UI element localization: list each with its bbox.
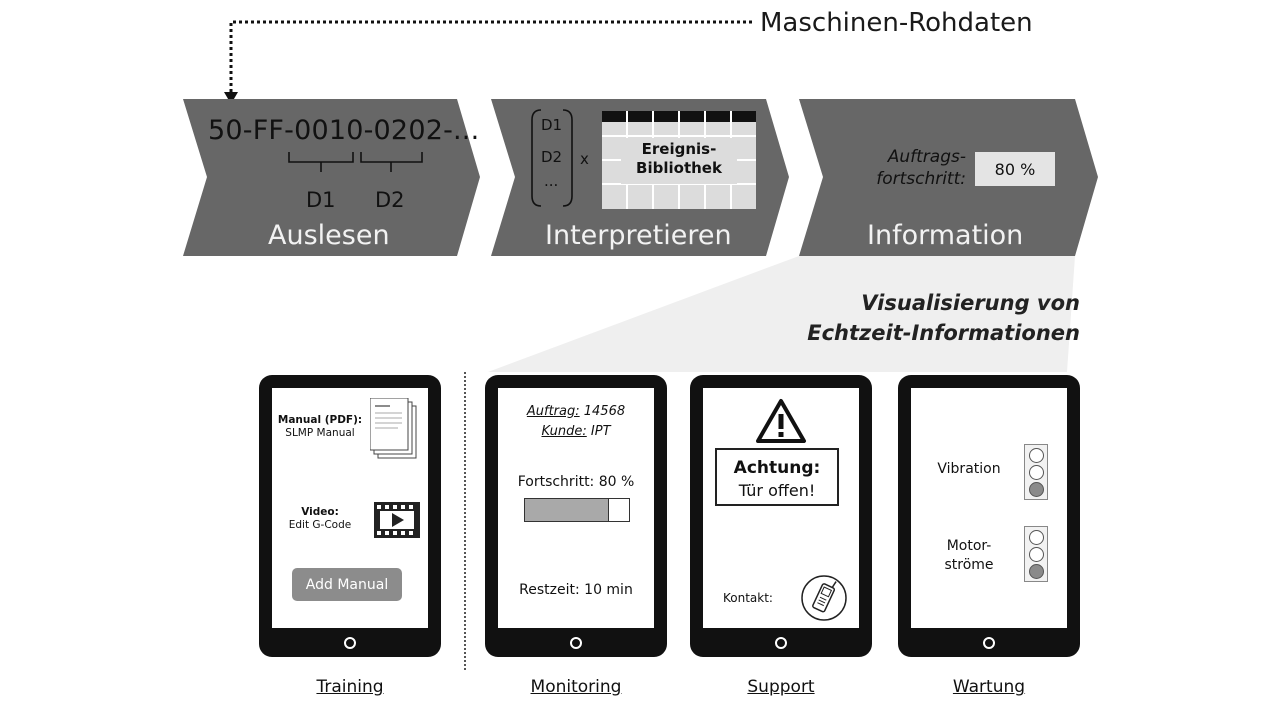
matrix-times: x xyxy=(580,150,589,168)
matrix-bracket-right xyxy=(562,109,573,207)
caption-support: Support xyxy=(747,677,815,697)
progress-bar-fill xyxy=(525,499,610,521)
progress-bar xyxy=(524,498,630,522)
tablet-support-screen: Achtung: Tür offen! Kontakt: xyxy=(703,388,859,628)
event-library-label: Ereignis- Bibliothek xyxy=(636,140,722,177)
tablet-monitoring-screen: Auftrag: 14568 Kunde: IPT Fortschritt: 8… xyxy=(498,388,654,628)
progress-text: Fortschritt: 80 % xyxy=(517,474,635,490)
caption-training: Training xyxy=(316,677,384,697)
visualization-caption: Visualisierung von Echtzeit-Informatione… xyxy=(807,291,1080,345)
visualization-funnel xyxy=(488,256,1075,372)
order-progress-value: 80 % xyxy=(975,152,1055,186)
tablet-training: Manual (PDF): SLMP Manual Video: Edit G-… xyxy=(259,375,441,657)
video-info: Video: Edit G-Code xyxy=(288,506,352,531)
stage-label-interpretieren: Interpretieren xyxy=(545,220,732,251)
manual-info: Manual (PDF): SLMP Manual xyxy=(277,414,363,439)
stage-label-information: Information xyxy=(867,220,1024,251)
tablet-maintenance: Vibration Motor- ströme xyxy=(898,375,1080,657)
tablet-training-screen: Manual (PDF): SLMP Manual Video: Edit G-… xyxy=(272,388,428,628)
remaining-time: Restzeit: 10 min xyxy=(519,582,633,598)
matrix-d1: D1 xyxy=(541,116,563,134)
brace-d2 xyxy=(360,152,423,172)
raw-data-arrowhead xyxy=(224,92,238,104)
add-manual-button[interactable]: Add Manual xyxy=(292,568,402,601)
light-middle xyxy=(1029,465,1044,480)
matrix-ellipsis: ... xyxy=(544,172,559,190)
tablet-maintenance-screen: Vibration Motor- ströme xyxy=(911,388,1067,628)
order-info: Auftrag: 14568 Kunde: IPT xyxy=(526,404,626,439)
code-part-d2: D2 xyxy=(375,188,405,212)
home-button[interactable] xyxy=(775,637,787,649)
phone-icon[interactable] xyxy=(800,574,848,622)
light-top xyxy=(1029,530,1044,545)
home-button[interactable] xyxy=(344,637,356,649)
light-bottom xyxy=(1029,482,1044,497)
chevron-auslesen xyxy=(183,99,480,256)
matrix-bracket-left xyxy=(531,109,542,207)
raw-code-text: 50-FF-0010-0202-... xyxy=(208,115,480,146)
matrix-d2: D2 xyxy=(541,148,563,166)
brace-d1 xyxy=(288,152,354,172)
contact-label: Kontakt: xyxy=(723,591,773,605)
traffic-light-icon xyxy=(1024,526,1048,582)
motor-current-label: Motor- ströme xyxy=(944,538,994,573)
video-play-icon[interactable] xyxy=(374,502,420,538)
document-icon[interactable] xyxy=(370,398,422,464)
event-library-table xyxy=(602,111,756,209)
home-button[interactable] xyxy=(570,637,582,649)
traffic-light-icon xyxy=(1024,444,1048,500)
chevron-information xyxy=(799,99,1098,256)
door-alert: Achtung: Tür offen! xyxy=(715,448,839,506)
caption-maintenance: Wartung xyxy=(952,677,1026,697)
dotted-divider xyxy=(464,372,466,670)
code-part-d1: D1 xyxy=(306,188,336,212)
vibration-label: Vibration xyxy=(937,461,1001,477)
light-bottom xyxy=(1029,564,1044,579)
light-middle xyxy=(1029,547,1044,562)
warning-triangle-icon xyxy=(756,399,806,443)
stage-label-auslesen: Auslesen xyxy=(268,220,390,251)
tablet-support: Achtung: Tür offen! Kontakt: xyxy=(690,375,872,657)
order-progress-label: Auftrags- fortschritt: xyxy=(876,147,966,189)
home-button[interactable] xyxy=(983,637,995,649)
raw-data-arrow xyxy=(229,20,752,96)
tablet-monitoring: Auftrag: 14568 Kunde: IPT Fortschritt: 8… xyxy=(485,375,667,657)
raw-data-label: Maschinen-Rohdaten xyxy=(760,8,1033,38)
caption-monitoring: Monitoring xyxy=(530,677,622,697)
light-top xyxy=(1029,448,1044,463)
